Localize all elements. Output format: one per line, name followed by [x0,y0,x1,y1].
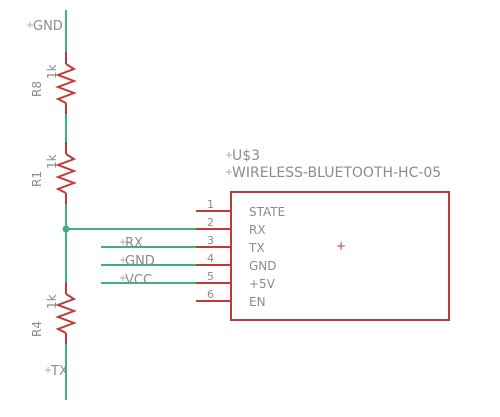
pin-6-number: 6 [207,288,214,301]
r4-name-label: R4 [30,321,44,337]
resistor-r1 [55,142,77,204]
module-name-label: WIRELESS-BLUETOOTH-HC-05 [226,165,441,181]
pin-1-number: 1 [207,198,214,211]
pin-3-label: TX [248,241,265,255]
resistor-r8 [55,52,77,114]
svg-text:GND: GND [125,254,155,269]
net-label-rx: RX [120,236,143,251]
pin-6-label: EN [249,295,266,309]
net-label-gnd: GND [120,254,155,269]
r8-value-label: 1k [45,64,59,79]
net-label-tx: TX [45,364,68,379]
svg-text:GND: GND [33,19,63,34]
pin-5-label: +5V [249,277,276,291]
pin-4-number: 4 [207,252,214,265]
hc05-module-body [230,191,450,321]
r8-name-label: R8 [30,81,44,97]
pin-5-number: 5 [207,270,214,283]
pin-4-label: GND [249,259,277,273]
pin-2-label: RX [249,223,266,237]
svg-text:VCC: VCC [125,273,152,288]
module-pin-leads [196,210,231,302]
resistor-r4 [55,282,77,344]
pin-1-label: STATE [249,205,285,219]
pin-2-number: 2 [207,216,214,229]
svg-text:RX: RX [125,236,143,251]
r4-value-label: 1k [45,294,59,309]
module-origin-mark: + [336,239,346,253]
module-ref-label: U$3 [226,148,260,164]
svg-text:U$3: U$3 [232,148,260,164]
net-label-vcc: VCC [120,273,152,288]
svg-text:TX: TX [50,364,68,379]
r1-name-label: R1 [30,171,44,187]
r1-value-label: 1k [45,154,59,169]
pin-3-number: 3 [207,234,214,247]
svg-text:WIRELESS-BLUETOOTH-HC-05: WIRELESS-BLUETOOTH-HC-05 [232,165,441,181]
net-label-gnd-top: GND [27,19,63,34]
